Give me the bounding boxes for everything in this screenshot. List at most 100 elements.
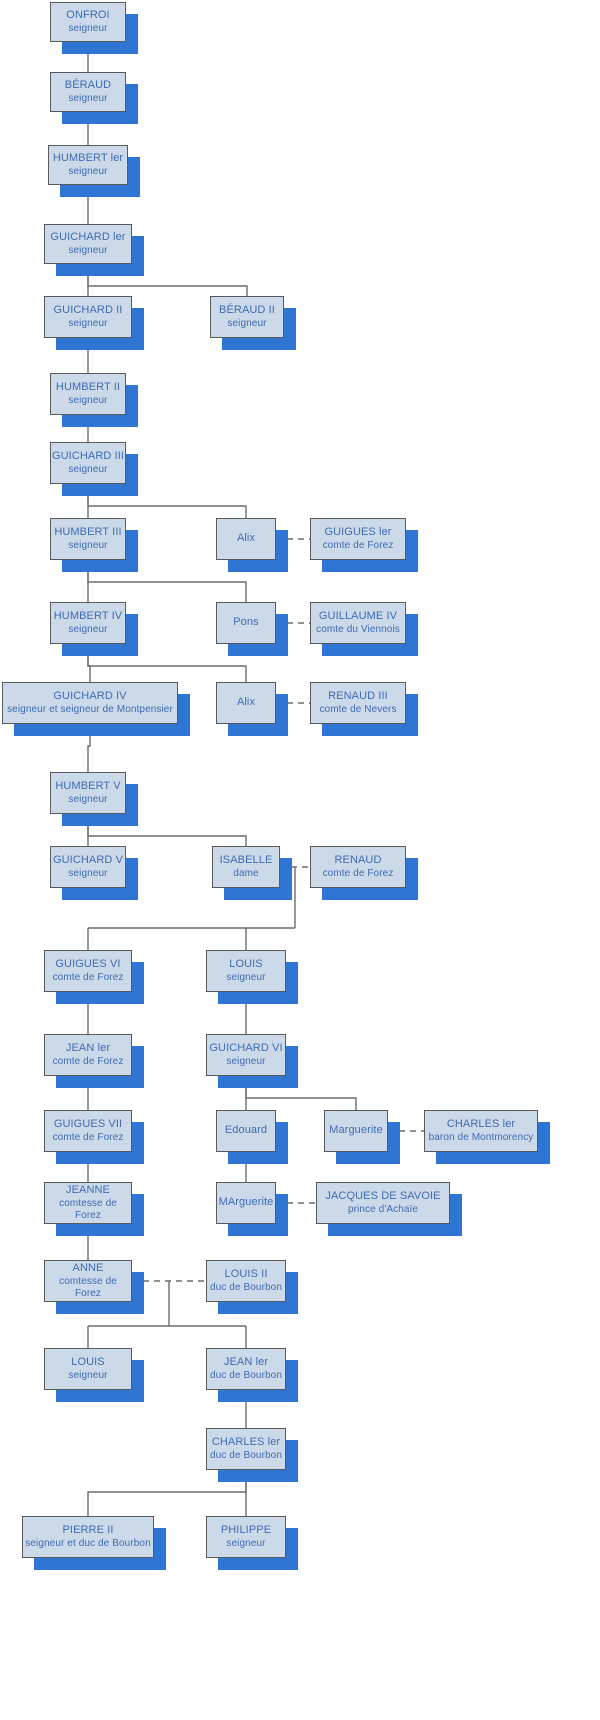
person-name: PHILIPPE (220, 1524, 272, 1537)
person-name: JEAN ler (223, 1356, 269, 1369)
person-title: seigneur (226, 1537, 266, 1549)
person-name: ONFROI (66, 9, 110, 22)
person-name: GUICHARD III (51, 450, 125, 463)
person-title: comte de Forez (52, 1131, 124, 1143)
person-name: LOUIS (229, 958, 263, 971)
person-title: seigneur (227, 317, 267, 329)
person-name: Edouard (224, 1124, 268, 1137)
person-name: JACQUES DE SAVOIE (325, 1190, 441, 1203)
person-title: dame (233, 867, 259, 879)
person-name: LOUIS II (224, 1268, 268, 1281)
person-name: GUICHARD II (53, 304, 123, 317)
person-node-marguerite2[interactable]: MArguerite (216, 1182, 276, 1224)
person-title: seigneur (68, 463, 108, 475)
person-name: GUIGUES VI (55, 958, 121, 971)
person-name: RENAUD III (328, 690, 388, 703)
person-title: seigneur (68, 793, 108, 805)
person-node-alix2[interactable]: Alix (216, 682, 276, 724)
person-title: seigneur et duc de Bourbon (25, 1537, 151, 1549)
person-title: duc de Bourbon (209, 1449, 282, 1461)
person-title: seigneur (68, 22, 108, 34)
person-title: seigneur (68, 92, 108, 104)
person-node-edouard[interactable]: Edouard (216, 1110, 276, 1152)
person-title: seigneur (68, 394, 108, 406)
person-name: HUMBERT IV (53, 610, 123, 623)
person-name: Alix (236, 532, 256, 545)
person-title: seigneur (68, 244, 108, 256)
person-title: seigneur (68, 623, 108, 635)
person-title: comte de Forez (322, 539, 394, 551)
person-name: Pons (233, 616, 259, 629)
person-name: LOUIS (71, 1356, 105, 1369)
person-name: GUIGUES ler (324, 526, 392, 539)
person-title: duc de Bourbon (209, 1369, 282, 1381)
person-name: ISABELLE (219, 854, 273, 867)
person-title: comte de Forez (322, 867, 394, 879)
person-name: GUICHARD VI (209, 1042, 283, 1055)
person-name: HUMBERT ler (52, 152, 124, 165)
person-name: PIERRE II (62, 1524, 114, 1537)
person-title: prince d'Achaïe (347, 1203, 419, 1215)
person-node-marguerite1[interactable]: Marguerite (324, 1110, 388, 1152)
person-title: duc de Bourbon (209, 1281, 282, 1293)
person-title: seigneur (68, 539, 108, 551)
person-name: HUMBERT V (55, 780, 121, 793)
person-name: ANNE (72, 1262, 104, 1275)
person-node-alix1[interactable]: Alix (216, 518, 276, 560)
person-name: GUICHARD V (52, 854, 124, 867)
person-title: comte du Viennois (316, 623, 400, 635)
person-title: baron de Montmorency (428, 1131, 534, 1143)
person-name: GUICHARD ler (50, 231, 126, 244)
person-name: RENAUD (334, 854, 382, 867)
person-name: BÉRAUD (64, 79, 112, 92)
person-title: seigneur (68, 1369, 108, 1381)
person-name: Alix (236, 696, 256, 709)
person-name: HUMBERT III (54, 526, 122, 539)
person-name: CHARLES ler (211, 1436, 281, 1449)
person-name: JEAN ler (65, 1042, 111, 1055)
person-title: comtesse de Forez (59, 1197, 117, 1221)
person-name: JEANNE (66, 1184, 110, 1197)
person-title: seigneur et seigneur de Montpensier (7, 703, 173, 715)
person-name: GUICHARD IV (53, 690, 127, 703)
person-node-pons[interactable]: Pons (216, 602, 276, 644)
person-title: seigneur (226, 971, 266, 983)
person-title: comte de Forez (52, 1055, 124, 1067)
person-title: seigneur (226, 1055, 266, 1067)
person-name: GUIGUES VII (53, 1118, 123, 1131)
person-name: CHARLES ler (446, 1118, 516, 1131)
